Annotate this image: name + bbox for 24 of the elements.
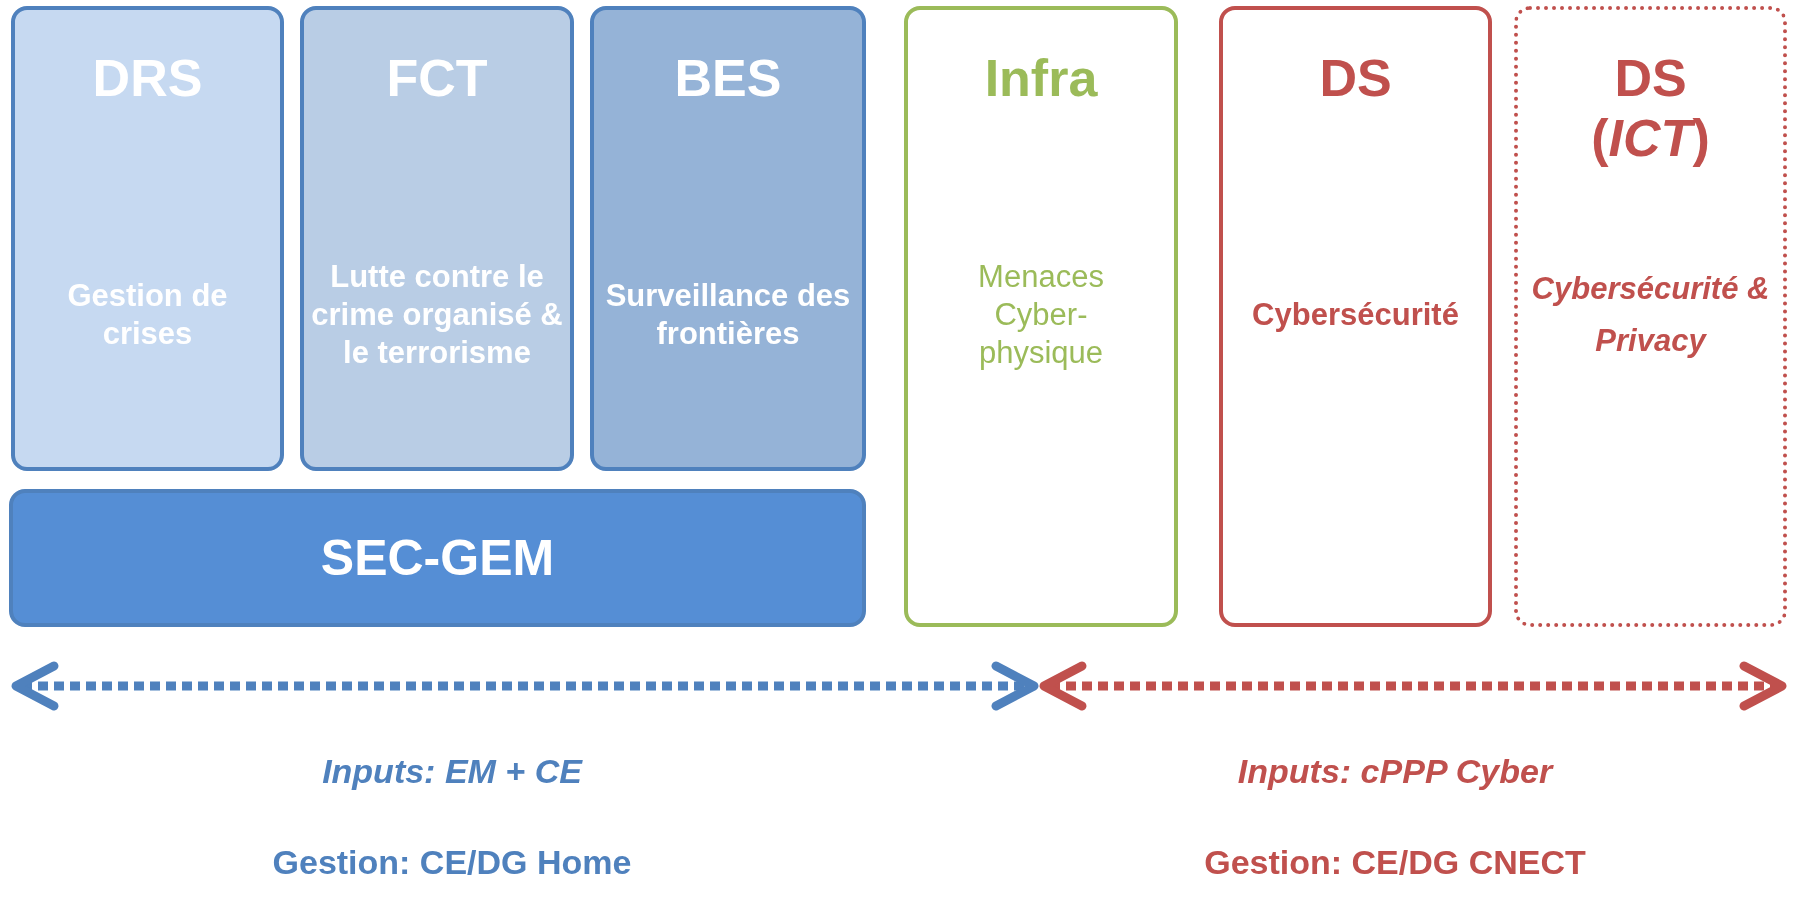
category-box [11,6,284,471]
inputs-note: Inputs: cPPP Cyber [1237,752,1553,791]
box-description: Cybersécurité [1252,296,1459,334]
box-description: Menaces Cyber-physique [977,258,1105,372]
category-box [300,6,574,471]
box-description: Cybersécurité & Privacy [1530,270,1771,360]
box-title: SEC-GEM [320,529,555,587]
box-description: Gestion de crises [66,277,229,353]
box-description: Lutte contre le crime organisé & le terrorisme [310,258,564,372]
box-description: Surveillance des frontières [604,277,852,353]
category-box [904,6,1178,627]
category-box [1219,6,1492,627]
box-title: DS [1318,48,1393,108]
box-title: DRS [91,48,204,108]
category-box [590,6,866,471]
inputs-note: Inputs: EM + CE [322,752,582,791]
box-title: BES [673,48,783,108]
box-title: FCT [385,48,489,108]
category-box [1514,6,1787,627]
box-title: DS (ICT) [1590,48,1711,168]
box-title: Infra [983,48,1099,108]
management-note: Gestion: CE/DG CNECT [1204,843,1586,882]
category-box [9,489,866,627]
management-note: Gestion: CE/DG Home [272,843,632,882]
